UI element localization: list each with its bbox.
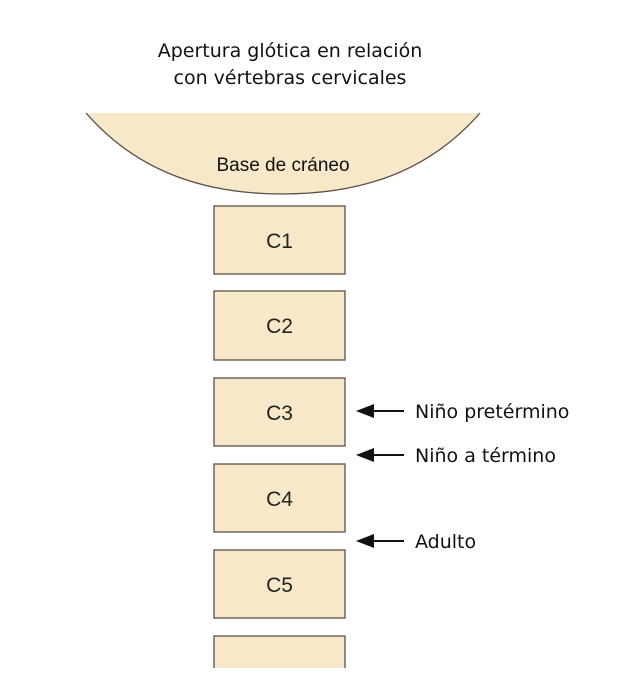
marker-adult: Adulto	[356, 531, 476, 553]
vertebra-c6-partial	[213, 635, 346, 668]
marker-term: Niño a término	[356, 445, 556, 467]
vertebra-c6-box	[213, 635, 346, 668]
vertebra-c1: C1	[213, 205, 346, 275]
vertebra-c3: C3	[213, 377, 346, 447]
vertebra-c2: C2	[213, 290, 346, 361]
marker-term-label: Niño a término	[415, 445, 556, 467]
vertebra-c4-box	[213, 463, 346, 533]
vertebra-c3-label: C3	[266, 402, 293, 425]
vertebra-c2-box	[213, 290, 346, 361]
vertebra-c1-label: C1	[266, 230, 293, 253]
vertebra-c4-label: C4	[266, 488, 293, 511]
marker-term-arrow-head	[356, 448, 374, 462]
marker-preterm-arrow-head	[356, 404, 374, 418]
skull-base-outline	[85, 112, 481, 195]
skull-base-label: Base de cráneo	[216, 155, 349, 176]
vertebra-c5: C5	[213, 549, 346, 619]
marker-adult-arrow-head	[356, 534, 374, 548]
marker-preterm-label: Niño pretérmino	[415, 401, 569, 423]
diagram-title-line-2: con vértebras cervicales	[174, 67, 407, 89]
vertebra-c1-box	[213, 205, 346, 275]
vertebra-c5-label: C5	[266, 574, 293, 597]
marker-adult-label: Adulto	[415, 531, 476, 553]
diagram-title-line-1: Apertura glótica en relación	[158, 40, 423, 62]
vertebra-c5-box	[213, 549, 346, 619]
vertebra-c3-box	[213, 377, 346, 447]
marker-preterm: Niño pretérmino	[356, 401, 569, 423]
vertebra-c2-label: C2	[266, 315, 293, 338]
vertebra-c4: C4	[213, 463, 346, 533]
